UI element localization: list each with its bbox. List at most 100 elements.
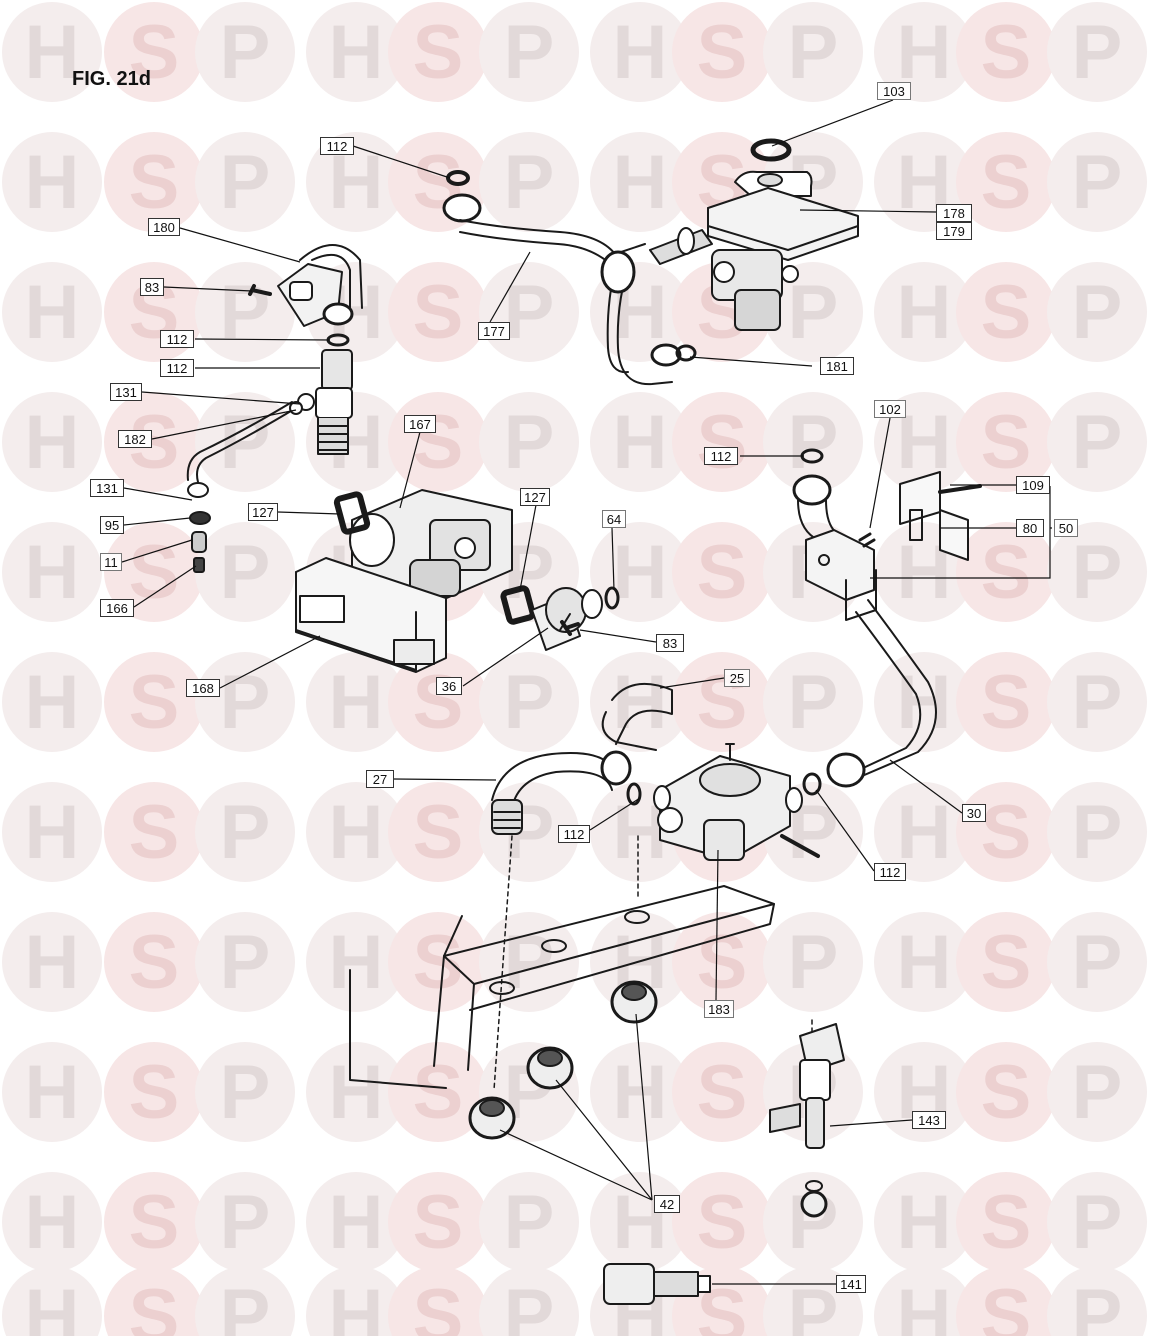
watermark-letter: H bbox=[897, 10, 952, 95]
watermark-circle bbox=[2, 1172, 102, 1272]
watermark-circle bbox=[388, 262, 488, 362]
part-183-valve bbox=[653, 743, 820, 861]
watermark-letter: H bbox=[25, 10, 80, 95]
watermark-circle bbox=[479, 392, 579, 492]
watermark-letter: H bbox=[329, 790, 384, 875]
watermark-letter: H bbox=[897, 1180, 952, 1265]
watermark-letter: H bbox=[329, 1274, 384, 1336]
callout-42[interactable]: 42 bbox=[654, 1195, 680, 1213]
watermark-letter: S bbox=[129, 1180, 180, 1265]
watermark-letter: S bbox=[129, 790, 180, 875]
callout-168[interactable]: 168 bbox=[186, 679, 220, 697]
watermark-letter: P bbox=[788, 920, 839, 1005]
watermark-letter: S bbox=[413, 400, 464, 485]
callout-182[interactable]: 182 bbox=[118, 430, 152, 448]
callout-112[interactable]: 112 bbox=[558, 825, 590, 843]
watermark-letter: P bbox=[1072, 270, 1123, 355]
watermark-circle bbox=[479, 132, 579, 232]
watermark-letter: P bbox=[220, 920, 271, 1005]
watermark-circle bbox=[388, 652, 488, 752]
callout-95[interactable]: 95 bbox=[100, 516, 124, 534]
callout-180[interactable]: 180 bbox=[148, 218, 180, 236]
part-141-sensor bbox=[603, 1263, 711, 1305]
watermark-letter: S bbox=[697, 10, 748, 95]
callout-131[interactable]: 131 bbox=[90, 479, 124, 497]
watermark-circle bbox=[672, 912, 772, 1012]
callout-25[interactable]: 25 bbox=[724, 669, 750, 687]
callout-11[interactable]: 11 bbox=[100, 553, 122, 571]
callout-112[interactable]: 112 bbox=[160, 359, 194, 377]
watermark-circle bbox=[104, 2, 204, 102]
watermark-letter: H bbox=[897, 920, 952, 1005]
callout-50[interactable]: 50 bbox=[1054, 519, 1078, 537]
callout-177[interactable]: 177 bbox=[478, 322, 510, 340]
watermark-circle bbox=[874, 2, 974, 102]
callout-127[interactable]: 127 bbox=[248, 503, 278, 521]
callout-112[interactable]: 112 bbox=[320, 137, 354, 155]
watermark-letter: H bbox=[25, 530, 80, 615]
callout-102[interactable]: 102 bbox=[874, 400, 906, 418]
callout-27[interactable]: 27 bbox=[366, 770, 394, 788]
watermark-letter: S bbox=[129, 10, 180, 95]
callout-83[interactable]: 83 bbox=[656, 634, 684, 652]
watermark-circle bbox=[306, 2, 406, 102]
watermark-letter: S bbox=[129, 660, 180, 745]
callout-127[interactable]: 127 bbox=[520, 488, 550, 506]
watermark-circle bbox=[1047, 1042, 1147, 1142]
callout-64[interactable]: 64 bbox=[602, 510, 626, 528]
watermark-letter: H bbox=[897, 270, 952, 355]
base-plate bbox=[349, 885, 775, 1089]
callout-131[interactable]: 131 bbox=[110, 383, 142, 401]
watermark-letter: S bbox=[981, 920, 1032, 1005]
figure-title: FIG. 21d bbox=[72, 68, 151, 90]
watermark-letter: H bbox=[613, 400, 668, 485]
watermark-circle bbox=[1047, 522, 1147, 622]
callout-80[interactable]: 80 bbox=[1016, 519, 1044, 537]
callout-112[interactable]: 112 bbox=[704, 447, 738, 465]
part-112-nut-right bbox=[675, 344, 697, 362]
watermark-circle bbox=[479, 912, 579, 1012]
part-36-elbow-fitting bbox=[531, 587, 603, 651]
callout-181[interactable]: 181 bbox=[820, 357, 854, 375]
callout-112[interactable]: 112 bbox=[874, 863, 906, 881]
callout-143[interactable]: 143 bbox=[912, 1111, 946, 1129]
part-64-washer bbox=[604, 586, 620, 610]
part-127-gasket-right bbox=[500, 585, 536, 625]
watermark-letter: H bbox=[897, 790, 952, 875]
watermark-circle bbox=[956, 132, 1056, 232]
watermark-letter: P bbox=[220, 1274, 271, 1336]
watermark-letter: S bbox=[981, 1180, 1032, 1265]
watermark-circle bbox=[195, 392, 295, 492]
callout-103[interactable]: 103 bbox=[877, 82, 911, 100]
callout-109[interactable]: 109 bbox=[1016, 476, 1050, 494]
watermark-circle bbox=[1047, 782, 1147, 882]
callout-141[interactable]: 141 bbox=[836, 1275, 866, 1293]
watermark-letter: H bbox=[25, 140, 80, 225]
part-80-plate bbox=[899, 471, 969, 561]
callout-167[interactable]: 167 bbox=[404, 415, 436, 433]
callout-179[interactable]: 179 bbox=[936, 222, 972, 240]
watermark-letter: P bbox=[220, 530, 271, 615]
watermark-circle bbox=[306, 1042, 406, 1142]
callout-83[interactable]: 83 bbox=[140, 278, 164, 296]
watermark-letter: S bbox=[981, 790, 1032, 875]
watermark-circle bbox=[1047, 652, 1147, 752]
callout-166[interactable]: 166 bbox=[100, 599, 134, 617]
watermark-circle bbox=[195, 652, 295, 752]
watermark-circle bbox=[104, 392, 204, 492]
callout-178[interactable]: 178 bbox=[936, 204, 972, 222]
part-112-washer-l2 bbox=[626, 782, 642, 806]
watermark-circle bbox=[2, 262, 102, 362]
watermark-letter: H bbox=[897, 1274, 952, 1336]
watermark-circle bbox=[956, 1266, 1056, 1336]
callout-183[interactable]: 183 bbox=[704, 1000, 734, 1018]
part-143-tap bbox=[769, 1023, 845, 1218]
callout-112[interactable]: 112 bbox=[160, 330, 194, 348]
watermark-circle bbox=[2, 132, 102, 232]
part-83-screw bbox=[248, 284, 272, 296]
callout-30[interactable]: 30 bbox=[962, 804, 986, 822]
watermark-letter: H bbox=[329, 920, 384, 1005]
callout-36[interactable]: 36 bbox=[436, 677, 462, 695]
watermark-circle bbox=[388, 1042, 488, 1142]
